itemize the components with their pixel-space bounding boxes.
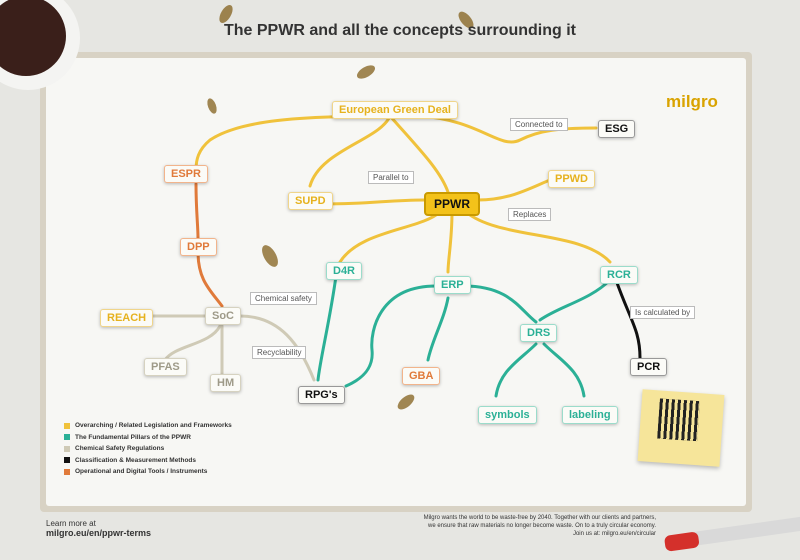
node-european-green-deal: European Green Deal <box>332 101 458 119</box>
edge-erp-drs <box>462 284 538 324</box>
legend-label: Overarching / Related Legislation and Fr… <box>75 422 232 430</box>
edge-ppwr-ppwd <box>476 178 552 202</box>
footer-mission: Milgro wants the world to be waste-free … <box>350 514 656 538</box>
page-title: The PPWR and all the concepts surroundin… <box>223 22 577 39</box>
edge-egd-ppwr <box>388 114 450 194</box>
node-pfas: PFAS <box>144 358 187 376</box>
legend-item: Classification & Measurement Methods <box>64 455 232 467</box>
wasp-6 <box>397 394 415 410</box>
node-supd: SUPD <box>288 192 333 210</box>
node-pcr: PCR <box>630 358 668 376</box>
node-erp: ERP <box>434 276 471 294</box>
edge-drs-labeling <box>542 342 586 398</box>
edge-ppwr-erp <box>446 210 454 274</box>
edge-label-connected-to: Connected to <box>510 118 568 131</box>
mission-line-2: we ensure that raw materials no longer b… <box>428 523 656 529</box>
edge-label-chemical-safety: Chemical safety <box>250 292 317 305</box>
node-hm: HM <box>210 374 242 392</box>
edge-soc-rpgs <box>238 314 316 382</box>
wasp-1 <box>219 4 233 24</box>
legend-item: Operational and Digital Tools / Instrume… <box>64 466 232 478</box>
edge-supd-ppwr <box>324 198 426 206</box>
edge-drs-symbols <box>494 342 538 398</box>
edge-label-replaces: Replaces <box>508 208 552 221</box>
legend-swatch <box>64 434 70 441</box>
connector-lines <box>148 114 642 398</box>
legend-swatch <box>64 457 70 464</box>
legend-label: Classification & Measurement Methods <box>75 456 196 464</box>
qr-sticky-note <box>637 389 725 467</box>
edge-ppwr-rcr <box>464 210 612 264</box>
legend-label: Chemical Safety Regulations <box>75 445 165 453</box>
edge-soc-pfas <box>163 324 222 362</box>
node-symbols: symbols <box>478 406 537 424</box>
edge-ppwr-d4r <box>338 210 442 264</box>
mission-line-3[interactable]: Join us at: milgro.eu/en/circular <box>572 531 656 537</box>
node-dpp: DPP <box>180 238 217 256</box>
node-d4r: D4R <box>326 262 363 280</box>
node-soc: SoC <box>205 307 241 325</box>
node-espr: ESPR <box>164 165 208 183</box>
learn-more-link[interactable]: milgro.eu/en/ppwr-terms <box>46 528 152 538</box>
legend-swatch <box>64 468 70 475</box>
legend-item: Overarching / Related Legislation and Fr… <box>64 420 232 432</box>
milgro-logo: milgro <box>666 92 718 111</box>
node-rpgs: RPG's <box>298 386 345 404</box>
footer-learn-more: Learn more at milgro.eu/en/ppwr-terms <box>46 519 151 538</box>
qr-code[interactable] <box>657 398 700 442</box>
node-ppwr: PPWR <box>424 192 480 216</box>
node-ppwd: PPWD <box>548 170 595 188</box>
edge-label-parallel-to: Parallel to <box>368 171 414 184</box>
edge-label-recyclability: Recyclability <box>252 346 307 359</box>
legend-item: The Fundamental Pillars of the PPWR <box>64 432 232 444</box>
wasp-2 <box>458 11 474 29</box>
learn-more-label: Learn more at <box>46 519 96 528</box>
marker-cap <box>664 532 699 552</box>
edge-label-is-calculated-by: Is calculated by <box>630 306 696 319</box>
edge-erp-gba <box>426 296 450 362</box>
legend: Overarching / Related Legislation and Fr… <box>64 420 232 478</box>
legend-label: Operational and Digital Tools / Instrume… <box>75 468 208 476</box>
edge-rcr-pcr <box>614 278 642 360</box>
node-labeling: labeling <box>562 406 618 424</box>
marker-body <box>690 516 800 546</box>
legend-swatch <box>64 422 70 429</box>
node-drs: DRS <box>520 324 558 342</box>
node-gba: GBA <box>402 367 441 385</box>
edge-egd-supd <box>308 114 392 188</box>
edge-dpp-soc <box>196 250 224 308</box>
legend-label: The Fundamental Pillars of the PPWR <box>75 433 191 441</box>
wasp-5 <box>262 245 278 267</box>
edge-rcr-drs <box>538 278 612 322</box>
edge-espr-dpp <box>194 182 200 240</box>
mission-line-1: Milgro wants the world to be waste-free … <box>423 515 656 521</box>
wasp-3 <box>356 65 376 79</box>
node-esg: ESG <box>598 120 636 138</box>
coffee <box>0 0 66 76</box>
edge-egd-espr <box>194 114 392 172</box>
wasp-decorations <box>207 4 474 410</box>
legend-item: Chemical Safety Regulations <box>64 443 232 455</box>
wasp-4 <box>207 98 217 114</box>
node-rcr: RCR <box>600 266 638 284</box>
edge-erp-rpgs <box>344 284 438 388</box>
legend-swatch <box>64 445 70 452</box>
edge-d4r-rpgs <box>316 274 338 382</box>
node-reach: REACH <box>100 309 154 327</box>
